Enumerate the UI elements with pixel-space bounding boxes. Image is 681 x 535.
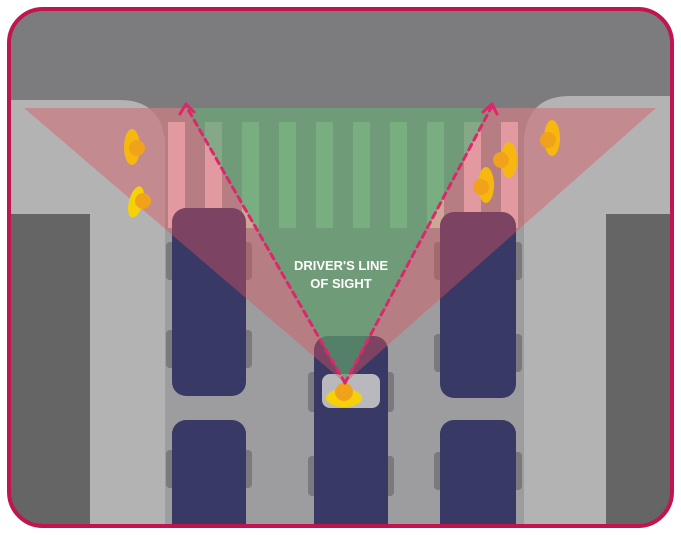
car-right-rear (434, 420, 522, 535)
left-building (0, 214, 90, 535)
line-of-sight-label-line2: OF SIGHT (310, 276, 371, 291)
line-of-sight-label-line1: DRIVER'S LINE (294, 258, 388, 273)
upper-road-band (0, 0, 681, 108)
car-left-rear (166, 420, 252, 535)
right-building (606, 214, 681, 535)
